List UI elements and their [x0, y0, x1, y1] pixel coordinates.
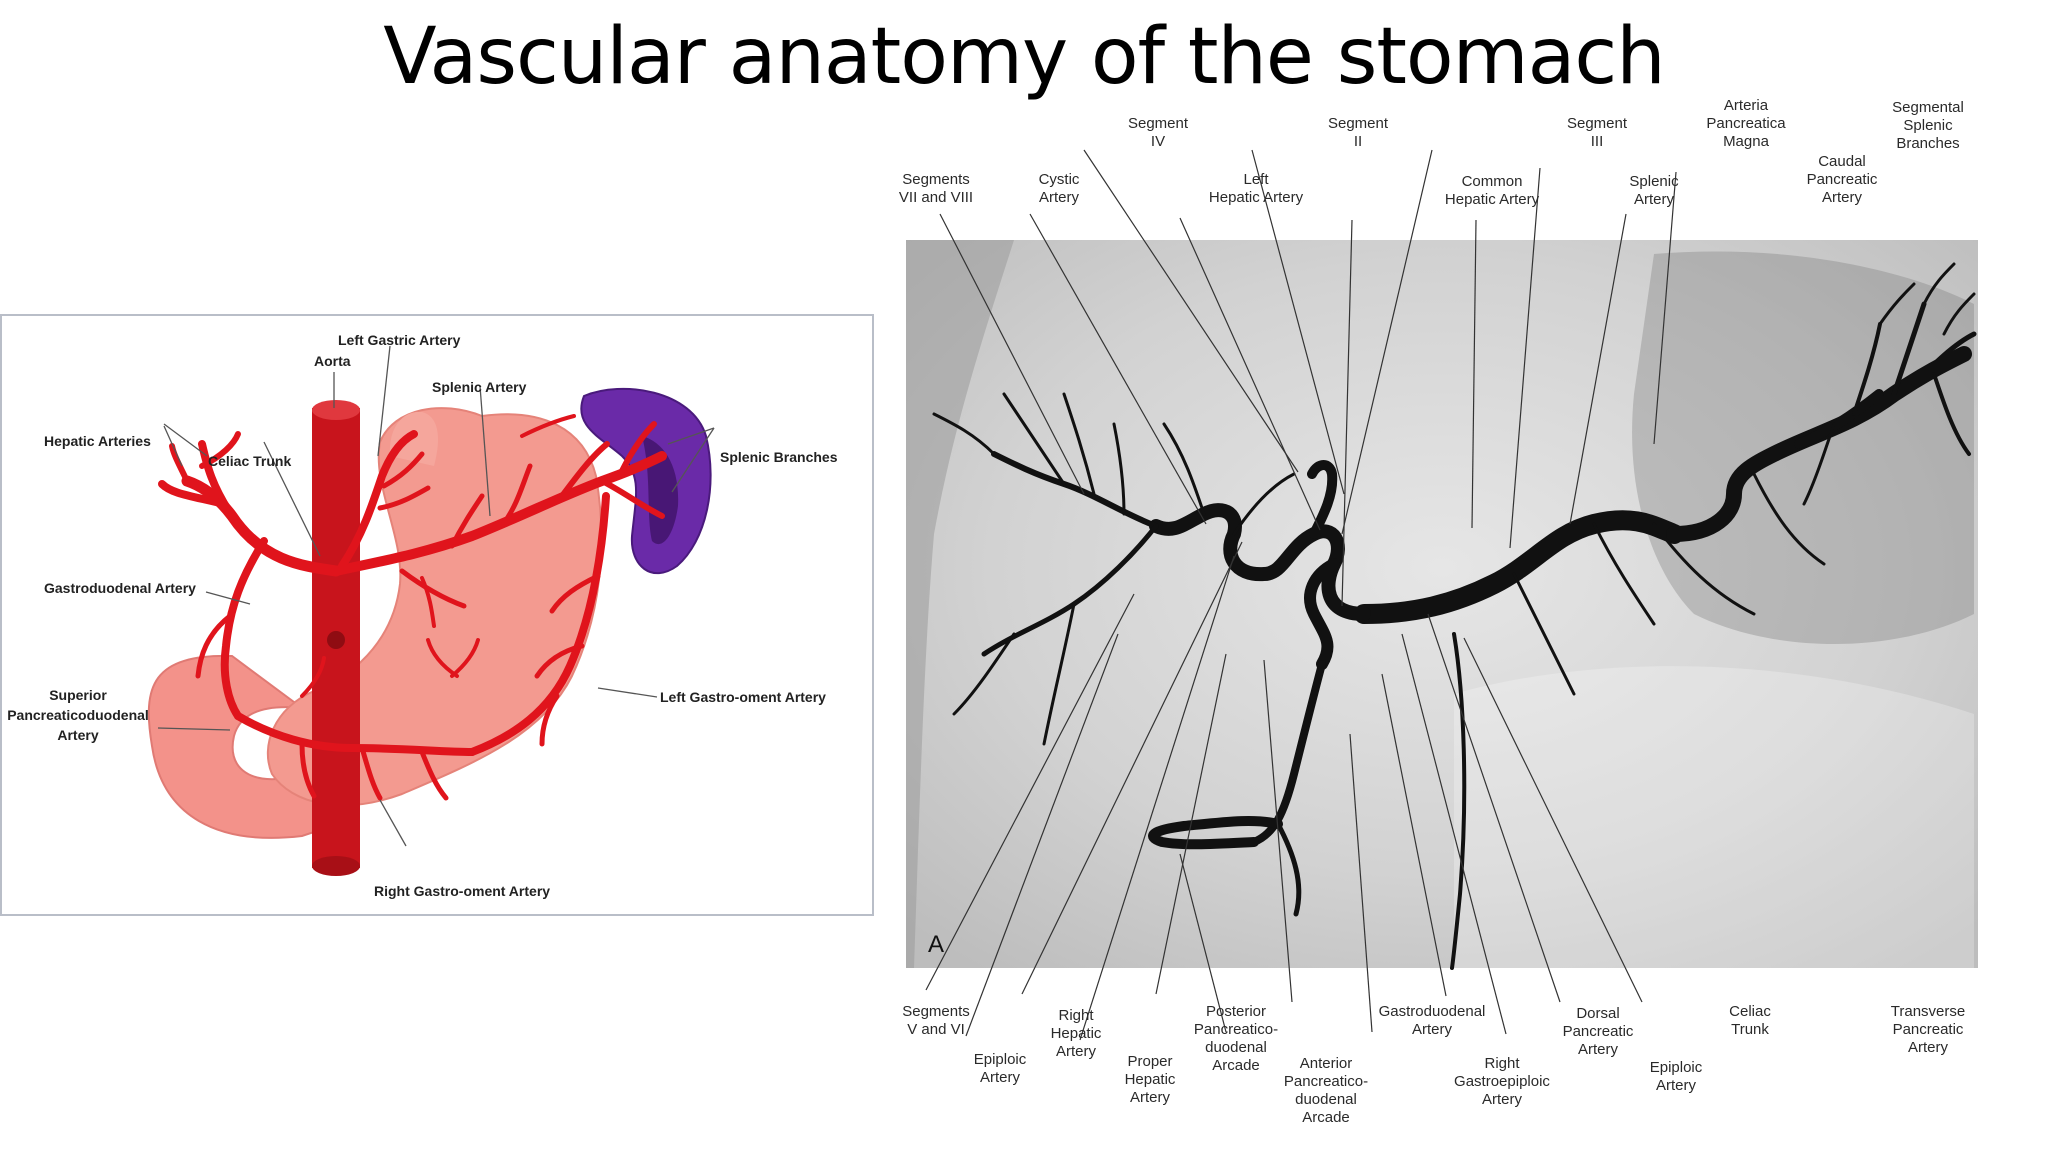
angiogram-panel-letter: A	[928, 931, 944, 958]
label-superior-pd-3: Artery	[57, 727, 98, 743]
label-splenic-branches: Splenic Branches	[720, 449, 838, 465]
label-hepatic-arteries: Hepatic Arteries	[44, 433, 151, 449]
slide-title: Vascular anatomy of the stomach	[383, 12, 1665, 102]
fundus-lobe	[389, 411, 438, 466]
label-splenic-artery: Splenic Artery	[432, 379, 527, 395]
label-right-gastro-oment-artery: Right Gastro-oment Artery	[374, 883, 550, 899]
label-celiac-trunk: Celiac Trunk	[208, 453, 291, 469]
angiogram-leader-lines	[925, 149, 1677, 1041]
label-aorta: Aorta	[314, 353, 351, 369]
angiogram-right-lower-haze	[1454, 666, 1974, 968]
label-superior-pd-2: Pancreaticoduodenal	[7, 707, 149, 723]
aorta-branch-node	[327, 631, 345, 649]
stomach-artery-illustration: Left Gastric Artery Aorta Splenic Artery…	[0, 314, 874, 916]
label-left-gastric-artery: Left Gastric Artery	[338, 332, 461, 348]
angiogram-vessels	[932, 262, 1977, 970]
illustration-arteries	[158, 414, 667, 801]
label-gastroduodenal-artery: Gastroduodenal Artery	[44, 580, 196, 596]
angiogram-dark-edge	[906, 240, 1014, 968]
label-left-gastro-oment-artery: Left Gastro-oment Artery	[660, 689, 826, 705]
label-superior-pd-1: Superior	[49, 687, 107, 703]
aorta-bottom	[312, 856, 360, 876]
illustration-canvas: Left Gastric Artery Aorta Splenic Artery…	[7, 332, 838, 899]
spleen-shape	[580, 387, 712, 575]
illustration-leader-lines	[157, 345, 715, 847]
aorta-top	[312, 400, 360, 420]
